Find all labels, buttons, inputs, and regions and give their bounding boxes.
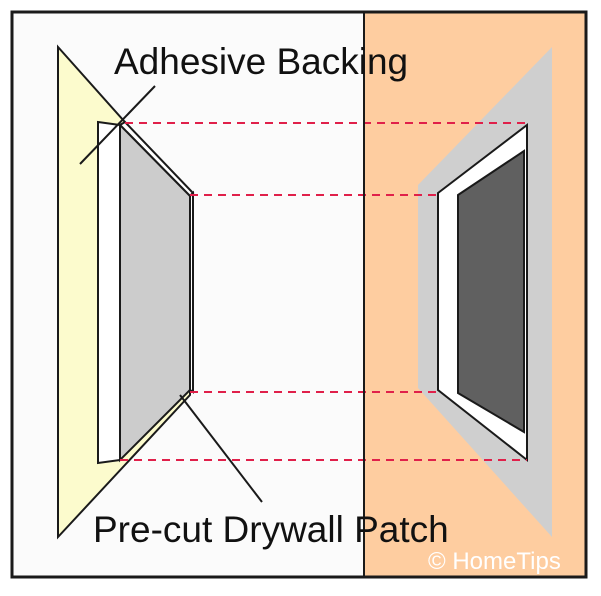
patch-right-edge (189, 190, 194, 394)
hole-interior (457, 149, 525, 434)
patch-leader-line (179, 394, 263, 503)
outer-frame (10, 10, 588, 579)
credit-watermark: © HomeTips (428, 548, 561, 575)
guide-lines (120, 122, 527, 461)
patch-front-edge (97, 120, 121, 465)
adhesive-backing-label: Adhesive Backing (114, 41, 408, 82)
adhesive-leader-line (79, 85, 156, 165)
patch-label: Pre-cut Drywall Patch (93, 509, 449, 550)
